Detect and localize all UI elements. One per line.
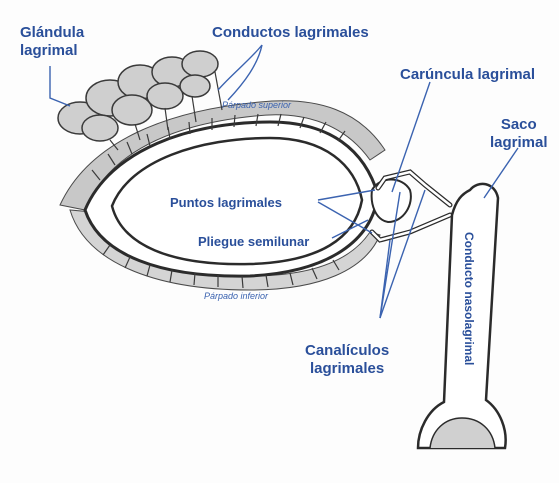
- label-puntos-lagrimales: Puntos lagrimales: [170, 194, 282, 212]
- label-caruncula-lagrimal: Carúncula lagrimal: [400, 66, 535, 84]
- label-saco-lagrimal: Saco lagrimal: [490, 116, 548, 152]
- label-glandula-lagrimal: Glándula lagrimal: [20, 24, 84, 60]
- label-parpado-inferior: Párpado inferior: [204, 291, 268, 301]
- lacrimal-gland: [58, 51, 218, 141]
- label-canaliculos-lagrimales: Canalículos lagrimales: [305, 342, 389, 378]
- label-parpado-superior: Párpado superior: [222, 100, 291, 110]
- label-conducto-nasolagrimal: Conducto nasolagrimal: [460, 232, 478, 365]
- label-pliegue-semilunar: Pliegue semilunar: [198, 233, 309, 251]
- label-conductos-lagrimales: Conductos lagrimales: [212, 24, 369, 42]
